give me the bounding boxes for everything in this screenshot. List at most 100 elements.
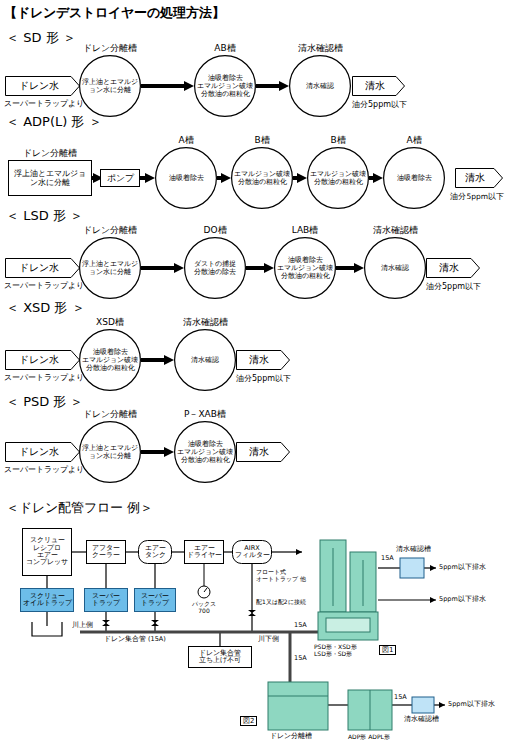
tank-circle: 清水確認槽清水確認 [364,237,426,299]
flow-arrow [140,176,145,180]
flow-arrow [256,84,279,88]
tank-heading: A槽 [406,134,421,147]
trap-box: スーパー トラップ [84,588,128,612]
tank-heading: A槽 [178,134,193,147]
tank-heading: DO槽 [203,224,226,237]
tank-heading: 清水確認槽 [298,42,343,55]
process-box: アフター クーラー [86,540,126,564]
tank-outline [195,56,256,117]
part-label: 図2 [240,716,257,726]
node-text: ポンプ [107,173,134,183]
air-pipe [72,551,86,552]
node-text: スーパー トラップ [87,593,125,608]
drain-header-pipe [289,632,292,682]
equipment-box: エアー タンク [138,540,172,564]
node-text: ダストの捕捉 分散油の除去 [186,260,244,277]
box-outline [185,541,224,564]
air-pipe [154,564,155,588]
pressure-gauge [204,564,205,586]
drain-destroyer-unit [333,548,334,606]
part-label: 配1又は配2に接続 [256,598,306,605]
node-text: 油吸着除去 エマルジョン破壊 分散油の粗粒化 [176,440,234,465]
box-outline [233,541,272,564]
flow-arrow [369,176,373,180]
process-box: スクリュー レシプロ エアー コンプレッサ [22,528,72,576]
part-label: ADP形 ADPL形 [348,733,394,740]
box-outline [189,647,252,668]
tank-outline [365,238,426,299]
drain-header-pipe [80,631,318,634]
outlet-pipe [378,599,436,600]
separator-unit [268,696,328,697]
air-pipe [105,564,106,588]
tank-circle: 清水確認槽清水確認 [174,329,236,391]
drain-destroyer-unit [326,618,370,632]
node-text: 清水 [465,172,485,184]
drain-branch-line [251,564,252,632]
tank-outline [308,148,369,209]
box-outline [9,161,92,196]
tank-outline [80,422,141,483]
part-label: ドレン分離槽 [270,733,312,741]
tank-heading: ドレン分離槽 [83,42,137,55]
node-text: 油吸着除去 [169,174,204,182]
node-text: 浮上油とエマルジョン水に分離 [11,169,89,187]
outlet-pipe [378,567,400,568]
node-text: エアー ドライヤー [187,545,221,560]
drain-destroyer-unit [318,612,378,640]
outlet-pipe [328,704,348,705]
air-pipe [224,551,232,552]
outlet-pipe [434,704,445,705]
node-text: エマルジョン破壊 分散油の粗粒化 [309,170,367,187]
tank-circle: DO槽ダストの捕捉 分散油の除去 [184,237,246,299]
arrow-outline [353,77,405,96]
section-heading: ＜ ADP(L) 形 ＞ [6,114,102,130]
air-line [272,551,302,552]
arrow-outline [456,169,503,188]
process-box: ポンプ [100,169,140,187]
node-text: 油吸着除去 [397,174,432,182]
separator-unit [370,690,371,730]
trap-box: スーパー トラップ [134,588,176,612]
node-text: ドレン水 [19,446,59,458]
part-label: 5ppm以下排水 [439,564,486,572]
outlet-pipe [392,704,412,705]
tank-heading: B槽 [330,134,345,147]
page-title: 【ドレンデストロイヤーの処理方法】 [4,4,225,22]
node-text: 油吸着除去 エマルジョン破壊 分散油の粗粒化 [81,348,139,373]
tank-circle: 清水確認槽清水確認 [289,55,351,117]
drain-valve [102,620,110,626]
separator-unit [268,682,328,730]
arrow-box: ドレン水 [5,258,80,278]
flow-arrow [92,176,93,180]
flow-arrow [141,84,184,88]
note-text: スーパートラップより [4,373,84,383]
arrow-outline [6,259,80,278]
box-outline [135,589,176,612]
flow-arrow [246,266,264,270]
air-line [272,551,302,552]
tank-heading: ドレン分離槽 [23,147,77,160]
tank-circle: AB槽油吸着除去 エマルジョン破壊 分散油の粗粒化 [194,55,256,117]
tank-heading: 清水確認槽 [373,224,418,237]
drain-branch-line [32,622,62,636]
node-text: エアー タンク [141,545,169,560]
node-text: 清水確認 [306,82,334,90]
box-outline [23,529,72,576]
box-outline [139,541,172,564]
tank-outline [275,238,336,299]
node-text: ドレン水 [19,354,59,366]
arrow-outline [6,443,80,462]
note-text: スーパートラップより [4,99,84,109]
tank-outline [290,56,351,117]
arrow-outline [237,351,290,370]
tank-outline [384,148,445,209]
air-pipe [46,576,47,588]
node-text: AIRX フィルター [235,545,269,560]
flow-arrow [293,176,297,180]
tank-heading: P－XAB槽 [184,408,226,421]
arrow-box: 清水 [236,442,290,462]
section-heading: ＜ドレン配管フロー 例＞ [6,500,153,516]
node-text: エマルジョン破壊 分散油の粗粒化 [233,170,291,187]
part-label: 川上側 [72,622,93,630]
